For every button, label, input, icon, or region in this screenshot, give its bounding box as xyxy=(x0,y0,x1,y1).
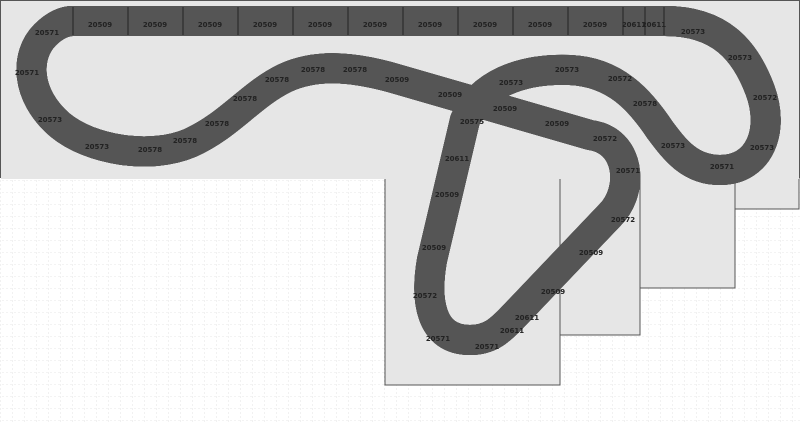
top-straight-dividers xyxy=(72,7,665,35)
track-piece-label[interactable]: 20571 xyxy=(710,163,734,171)
track-piece-label[interactable]: 20578 xyxy=(633,100,657,108)
track-piece-label[interactable]: 20571 xyxy=(35,29,59,37)
track-piece-labels: 20573 20573 20572 20573 20571 20573 2057… xyxy=(15,28,777,351)
track-piece-label[interactable]: 20509 xyxy=(385,76,409,84)
track-piece-label[interactable]: 20573 xyxy=(750,144,774,152)
track-piece-label[interactable]: 20572 xyxy=(611,216,635,224)
track-piece-label[interactable]: 20509 xyxy=(435,191,459,199)
track[interactable] xyxy=(31,6,765,355)
track-piece-label[interactable]: 20572 xyxy=(608,75,632,83)
track-piece-label[interactable]: 20509 xyxy=(545,120,569,128)
track-piece-label[interactable]: 20611 xyxy=(515,314,539,322)
track-piece-label[interactable]: 20572 xyxy=(593,135,617,143)
track-piece-label[interactable]: 20578 xyxy=(343,66,367,74)
track-piece-label[interactable]: 20573 xyxy=(728,54,752,62)
track-piece-label[interactable]: 20509 xyxy=(438,91,462,99)
track-piece-label[interactable]: 20509 xyxy=(473,21,497,29)
track-piece-label[interactable]: 20509 xyxy=(583,21,607,29)
track-piece-label[interactable]: 20575 xyxy=(460,118,484,126)
track-piece-label[interactable]: 20509 xyxy=(88,21,112,29)
track-piece-label[interactable]: 20573 xyxy=(681,28,705,36)
track-piece-label[interactable]: 20611 xyxy=(622,21,646,29)
track-piece-label[interactable]: 20573 xyxy=(38,116,62,124)
track-piece-label[interactable]: 20509 xyxy=(363,21,387,29)
track-piece-label[interactable]: 20611 xyxy=(642,21,666,29)
track-piece-label[interactable]: 20611 xyxy=(445,155,469,163)
track-piece-label[interactable]: 20578 xyxy=(301,66,325,74)
track-piece-label[interactable]: 20578 xyxy=(138,146,162,154)
track-piece-label[interactable]: 20578 xyxy=(173,137,197,145)
track-piece-label[interactable]: 20509 xyxy=(143,21,167,29)
track-piece-label[interactable]: 20509 xyxy=(493,105,517,113)
track-piece-label[interactable]: 20571 xyxy=(475,343,499,351)
track-piece-label[interactable]: 20509 xyxy=(253,21,277,29)
track-piece-label[interactable]: 20509 xyxy=(198,21,222,29)
track-piece-label[interactable]: 20509 xyxy=(308,21,332,29)
track-piece-label[interactable]: 20509 xyxy=(541,288,565,296)
track-piece-label[interactable]: 20573 xyxy=(85,143,109,151)
track-piece-label[interactable]: 20571 xyxy=(616,167,640,175)
track-piece-label[interactable]: 20571 xyxy=(15,69,39,77)
track-piece-label[interactable]: 20509 xyxy=(422,244,446,252)
top-straight-labels: 20509 20509 20509 20509 20509 20509 2050… xyxy=(88,21,666,29)
track-piece-label[interactable]: 20578 xyxy=(265,76,289,84)
track-piece-label[interactable]: 20573 xyxy=(555,66,579,74)
track-piece-label[interactable]: 20572 xyxy=(753,94,777,102)
track-piece-label[interactable]: 20573 xyxy=(661,142,685,150)
track-piece-label[interactable]: 20573 xyxy=(499,79,523,87)
track-piece-label[interactable]: 20509 xyxy=(418,21,442,29)
track-piece-label[interactable]: 20572 xyxy=(413,292,437,300)
track-piece-label[interactable]: 20578 xyxy=(233,95,257,103)
track-piece-label[interactable]: 20509 xyxy=(579,249,603,257)
track-piece-label[interactable]: 20578 xyxy=(205,120,229,128)
track-piece-label[interactable]: 20509 xyxy=(528,21,552,29)
track-piece-label[interactable]: 20571 xyxy=(426,335,450,343)
track-piece-label[interactable]: 20611 xyxy=(500,327,524,335)
